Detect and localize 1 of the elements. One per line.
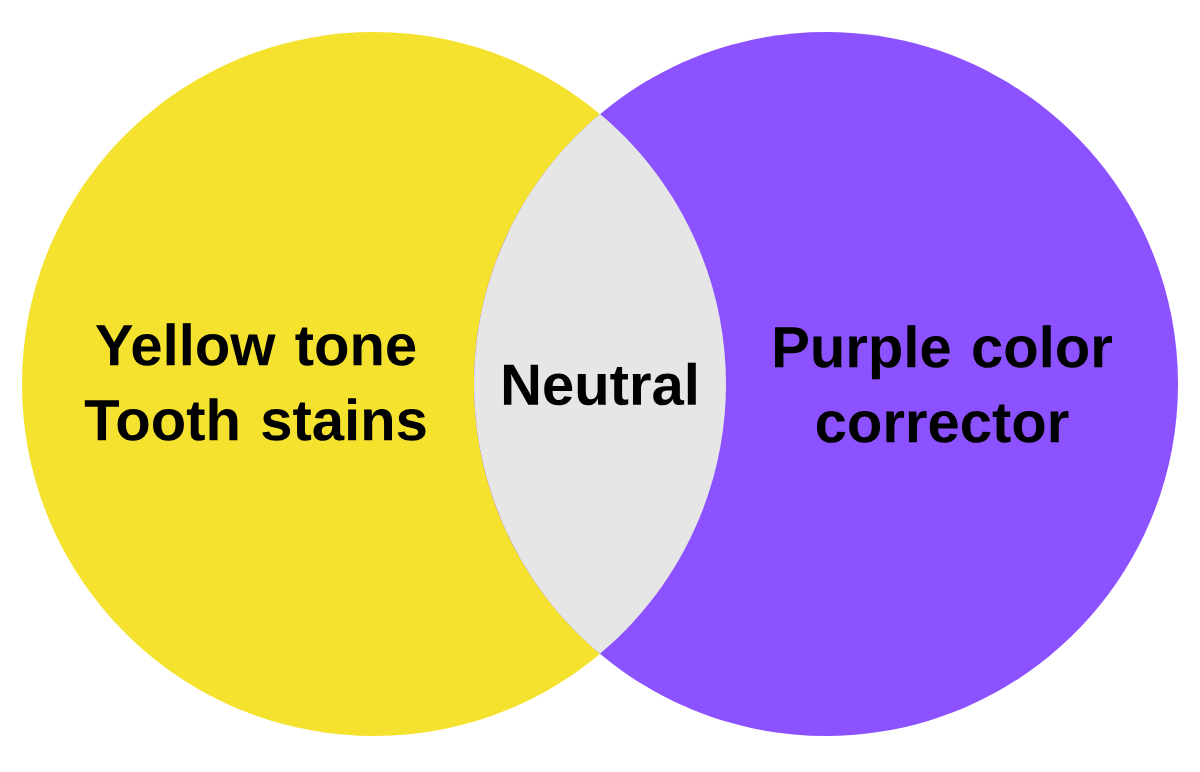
- overlap-region: Neutral: [474, 114, 726, 654]
